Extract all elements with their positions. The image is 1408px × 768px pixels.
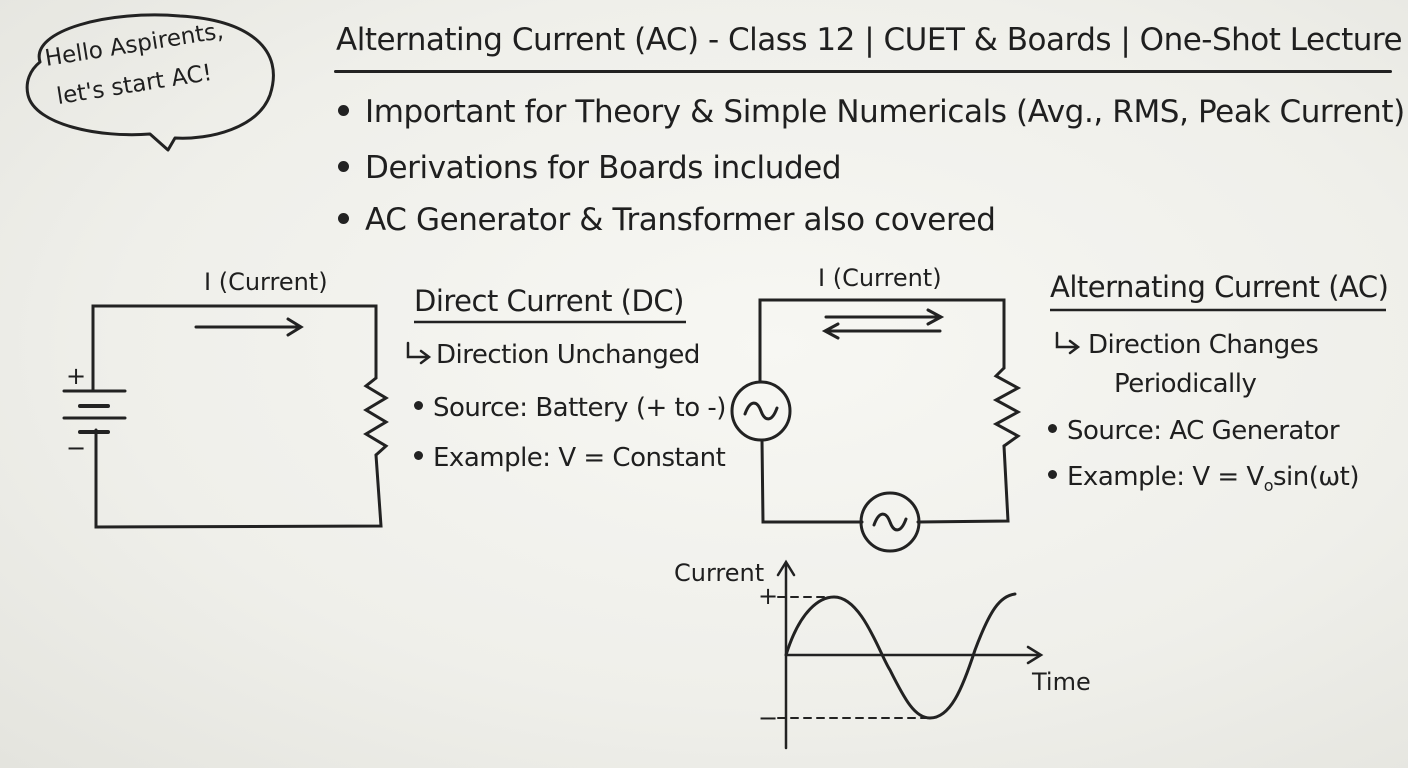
graph-y-label: Current bbox=[674, 559, 765, 587]
title-underline bbox=[334, 70, 1392, 73]
dc-resistor bbox=[363, 376, 389, 457]
dc-point-source: Source: Battery (+ to -) bbox=[414, 393, 726, 423]
graph-x-label: Time bbox=[1032, 668, 1091, 696]
ac-example-sub: o bbox=[1263, 476, 1274, 496]
bullet-item: AC Generator & Transformer also covered bbox=[338, 202, 996, 238]
ac-point-example: Example: V = Vosin(ωt) bbox=[1048, 462, 1360, 496]
bullet-text: Important for Theory & Simple Numericals… bbox=[365, 94, 1405, 130]
bullet-dot bbox=[414, 451, 423, 460]
dc-heading: Direct Current (DC) bbox=[414, 284, 684, 318]
dc-point-example-text: Example: V = Constant bbox=[433, 443, 726, 473]
bullet-dot bbox=[338, 213, 349, 224]
sine-curve bbox=[784, 592, 1017, 720]
bullet-text: Derivations for Boards included bbox=[365, 150, 842, 186]
bullet-dot bbox=[1048, 470, 1057, 479]
ac-example-prefix: Example: V = V bbox=[1067, 462, 1264, 492]
ac-source-bottom bbox=[859, 491, 921, 553]
ac-point-source: Source: AC Generator bbox=[1048, 416, 1340, 446]
speech-bubble bbox=[25, 13, 275, 152]
ac-source-left bbox=[730, 380, 792, 442]
ac-point-direction: Direction Changes bbox=[1088, 330, 1319, 360]
dc-current-label: I (Current) bbox=[204, 268, 328, 296]
dc-point-direction: Direction Unchanged bbox=[436, 340, 700, 370]
bullet-item: Derivations for Boards included bbox=[338, 150, 842, 186]
bullet-dot bbox=[1048, 424, 1057, 433]
bullet-text: AC Generator & Transformer also covered bbox=[365, 202, 996, 238]
dc-circuit bbox=[62, 304, 389, 529]
graph-plus-label: + bbox=[758, 582, 779, 610]
dc-point-source-text: Source: Battery (+ to -) bbox=[433, 393, 726, 423]
ac-current-label: I (Current) bbox=[818, 264, 942, 292]
battery-minus-label: − bbox=[66, 434, 87, 462]
graph-minus-label: − bbox=[758, 704, 779, 732]
bullet-item: Important for Theory & Simple Numericals… bbox=[338, 94, 1405, 130]
ac-resistor bbox=[992, 366, 1022, 448]
sine-graph bbox=[776, 559, 1044, 750]
ac-heading: Alternating Current (AC) bbox=[1050, 270, 1389, 304]
bullet-dot bbox=[338, 105, 349, 116]
ac-point-periodically: Periodically bbox=[1114, 369, 1257, 399]
ac-circuit bbox=[730, 298, 1022, 553]
bullet-dot bbox=[414, 401, 423, 410]
ac-point-source-text: Source: AC Generator bbox=[1067, 416, 1340, 446]
battery-plus-label: + bbox=[66, 362, 87, 390]
bullet-dot bbox=[338, 161, 349, 172]
ac-example-suffix: sin(ωt) bbox=[1273, 462, 1360, 492]
dc-point-example: Example: V = Constant bbox=[414, 443, 726, 473]
page-title: Alternating Current (AC) - Class 12 | CU… bbox=[336, 22, 1403, 58]
